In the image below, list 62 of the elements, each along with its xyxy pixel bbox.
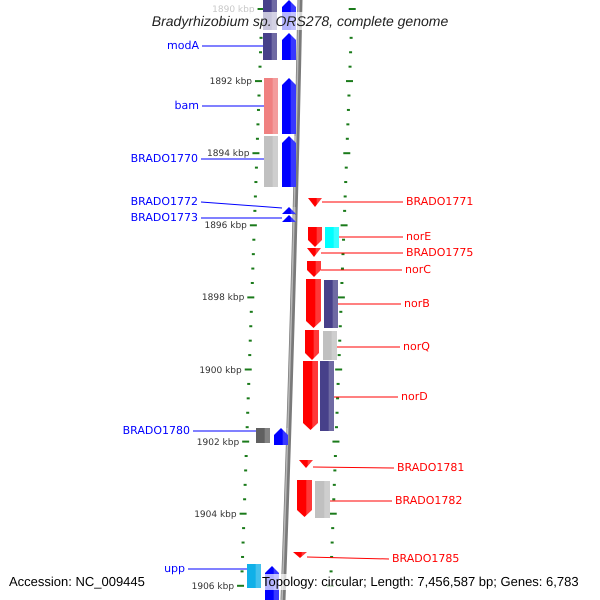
- gene-bar: [264, 78, 278, 134]
- gene-block: [308, 198, 322, 207]
- position-label: 1900 kbp: [199, 366, 242, 376]
- leader-line: [334, 396, 398, 398]
- gene-label: bam: [174, 98, 199, 114]
- gene-block: [282, 215, 296, 222]
- gene-label: BRADO1770: [130, 151, 198, 167]
- gene-label: BRADO1781: [397, 460, 464, 476]
- gene-label: modA: [167, 38, 199, 54]
- leader-line: [192, 430, 256, 432]
- position-label: 1904 kbp: [194, 510, 237, 521]
- footer-text: Accession: NC_009445: [9, 574, 145, 590]
- position-label: 1894 kbp: [207, 149, 250, 160]
- leader-line: [188, 568, 248, 570]
- leader-line: [312, 466, 394, 468]
- gene-block: [282, 207, 296, 214]
- leader-line: [306, 556, 390, 560]
- gene-block: [306, 279, 321, 328]
- leader-line: [336, 346, 400, 348]
- leader-line: [338, 236, 404, 238]
- gene-block: [293, 552, 307, 558]
- gene-block: [307, 261, 321, 277]
- gene-bar: [247, 564, 261, 588]
- gene-bar: [323, 331, 337, 360]
- gene-block: [274, 428, 288, 445]
- gene-block: [282, 136, 296, 187]
- position-label: 1892 kbp: [210, 77, 252, 88]
- gene-bar: [263, 33, 277, 60]
- gene-label: BRADO1782: [395, 493, 462, 509]
- leader-line: [200, 158, 264, 160]
- gene-bar: [315, 481, 330, 518]
- gene-label: norB: [404, 296, 430, 312]
- leader-line: [330, 500, 392, 502]
- gene-block: [282, 33, 296, 60]
- gene-label: norC: [405, 262, 431, 278]
- position-label: 1902 kbp: [196, 438, 240, 449]
- gene-block: [282, 78, 296, 134]
- gene-label: norQ: [403, 339, 430, 355]
- gene-bar: [325, 227, 339, 248]
- gene-block: [307, 248, 321, 257]
- leader-line: [320, 252, 404, 254]
- gene-label: BRADO1785: [392, 551, 460, 567]
- leader-line: [200, 202, 282, 208]
- gene-label: norE: [406, 229, 432, 245]
- gene-label: BRADO1775: [406, 245, 474, 261]
- position-label: 1896 kbp: [204, 221, 247, 232]
- gene-bar: [256, 428, 270, 443]
- gene-label: norD: [401, 389, 428, 405]
- gene-label: BRADO1771: [406, 194, 474, 210]
- footer-text: Topology: circular; Length: 7,456,587 bp; Genes: 6,783: [262, 574, 579, 590]
- gene-label: BRADO1773: [130, 210, 198, 226]
- gene-bar: [264, 136, 278, 187]
- position-label: 1906 kbp: [192, 582, 234, 593]
- gene-block: [299, 460, 313, 468]
- gene-bar: [324, 280, 338, 328]
- gene-label: BRADO1780: [122, 423, 190, 439]
- gene-block: [305, 330, 319, 360]
- position-label: 1898 kbp: [202, 293, 244, 304]
- gene-label: BRADO1772: [130, 194, 198, 210]
- gene-label: upp: [164, 561, 185, 577]
- gene-bar: [320, 361, 334, 431]
- gene-block: [297, 480, 312, 517]
